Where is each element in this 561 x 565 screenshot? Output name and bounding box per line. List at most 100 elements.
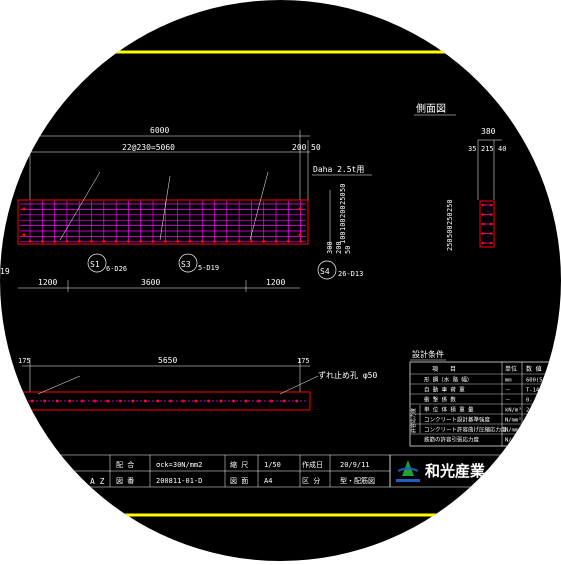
- title-block-cell: σck=30N/mm2: [156, 461, 202, 469]
- spec-table-header: 項 目単位数 値: [432, 365, 542, 373]
- callout-s4: S4 26-D13: [317, 260, 363, 280]
- section-bar-dot: [489, 222, 493, 226]
- side-view-title: 側面図: [416, 102, 446, 115]
- title-block-cell: 1/50: [264, 461, 281, 469]
- plan-dim-left: 175: [18, 357, 31, 365]
- section-bar-dot: [489, 213, 493, 216]
- rebar-dot: [65, 239, 69, 243]
- beam-outline: [17, 199, 309, 245]
- plan-hole: [93, 399, 97, 403]
- spec-cell: N/mm²: [505, 417, 522, 424]
- plan-holes: [24, 399, 308, 403]
- callout-tag: S3: [181, 260, 191, 269]
- spec-cell: 単 位 体 積 重 量: [424, 406, 474, 414]
- section-dim-left-label: 500: [446, 225, 454, 238]
- section-bar-dot: [481, 241, 485, 245]
- rebar-dot: [90, 239, 93, 243]
- callout-s1: S1 6-D26: [87, 253, 127, 273]
- section-dim-left-label: 250: [446, 238, 454, 251]
- rebar-dot: [298, 233, 302, 237]
- logo-wave-icon: [397, 467, 419, 472]
- section-dim-sub-1: 35: [468, 145, 476, 153]
- rebar-dot: [77, 239, 81, 243]
- dim-bottom-1: 1200: [38, 278, 57, 287]
- spec-header-cell: 数 値: [526, 365, 542, 373]
- spec-cell: N/mm²: [505, 427, 522, 434]
- vertical-dim-label: 200: [335, 241, 343, 254]
- section-dim-top: 380: [481, 127, 496, 136]
- rebar-dot: [298, 207, 302, 211]
- logo-bar-icon: [396, 479, 420, 482]
- title-block-cell: 200811-01-D: [156, 477, 202, 485]
- spec-cell: 自 動 車 荷 重: [424, 386, 465, 394]
- vertical-dim-label: 50: [344, 246, 352, 254]
- vertical-dim-label: 250: [339, 192, 347, 205]
- vertical-dim-label: 100: [339, 218, 347, 231]
- leader-a: [59, 171, 101, 241]
- dim-pitch: 22@230=5060: [122, 143, 175, 152]
- title-block-cell: 縮 尺: [230, 460, 248, 469]
- section-dim-left-label: 250: [446, 199, 454, 212]
- callout-text: 5-D19: [198, 264, 219, 272]
- section-bar-dot: [481, 232, 485, 235]
- title-block-cell: A4: [264, 477, 272, 485]
- spec-cell: －: [505, 388, 511, 394]
- plan-leader-right: [279, 375, 319, 395]
- rebar-dot: [176, 239, 179, 243]
- plan-hole: [257, 399, 261, 403]
- plan-hole: [194, 399, 198, 403]
- callout-circle: [317, 260, 337, 280]
- spec-cell: 600(500): [526, 378, 553, 384]
- title-block-cell: 区 分: [302, 476, 320, 485]
- title-block-cell: 型・配筋図: [340, 476, 375, 485]
- section-dim-sub-3: 40: [498, 145, 506, 153]
- rebar-dot: [102, 239, 106, 243]
- leader-c: [249, 171, 269, 241]
- rebar-dot: [237, 239, 241, 243]
- rebar-dot: [127, 239, 130, 243]
- section-bars: [481, 203, 493, 245]
- plan-hole: [269, 399, 273, 403]
- callout-circle: [87, 253, 107, 273]
- title-block-cell: 配 合: [116, 460, 134, 469]
- title-block-cell: 20/9/11: [340, 461, 370, 469]
- section-bar-dot: [481, 203, 485, 207]
- rebar-dot: [151, 239, 155, 243]
- rebar-dot: [41, 239, 44, 243]
- callout-s3: S3 5-D19: [178, 253, 219, 273]
- dim-end-b: 50: [311, 143, 321, 152]
- spec-cell: 鉄筋の許容引張応力度: [424, 436, 480, 444]
- callout-text: 6-D26: [106, 265, 127, 273]
- rebar-dot: [188, 239, 192, 243]
- vertical-dim-label: 50: [339, 184, 347, 192]
- spec-cell: T-14: [526, 388, 540, 394]
- stirrups: [22, 201, 302, 243]
- spec-cell: －: [505, 398, 511, 404]
- spec-header-cell: 項 目: [432, 366, 456, 373]
- hole-note: ずれ止め孔 φ50: [318, 370, 377, 380]
- vertical-dim-label: 300: [326, 241, 334, 254]
- title-block-cell: 図 面: [230, 477, 248, 485]
- rebar-dot: [114, 239, 118, 243]
- section-bar-dot: [489, 241, 493, 245]
- company-logo: 和光産業: [396, 460, 486, 482]
- rebar-dot: [213, 239, 216, 243]
- plan-hole: [244, 399, 248, 403]
- vertical-dim-label: 200: [339, 205, 347, 218]
- dim-bottom-3: 1200: [266, 278, 285, 287]
- callout-text: 26-D13: [338, 270, 363, 278]
- rebar-dot: [139, 239, 142, 243]
- rebar-dot: [164, 239, 167, 243]
- dim-total: 6000: [150, 126, 169, 135]
- spec-cell: 形 鋼（水 路 幅）: [424, 376, 472, 384]
- rebar-dot: [28, 239, 32, 243]
- section-dim-sub-2: 215: [481, 145, 494, 153]
- section-bar-dot: [489, 232, 493, 235]
